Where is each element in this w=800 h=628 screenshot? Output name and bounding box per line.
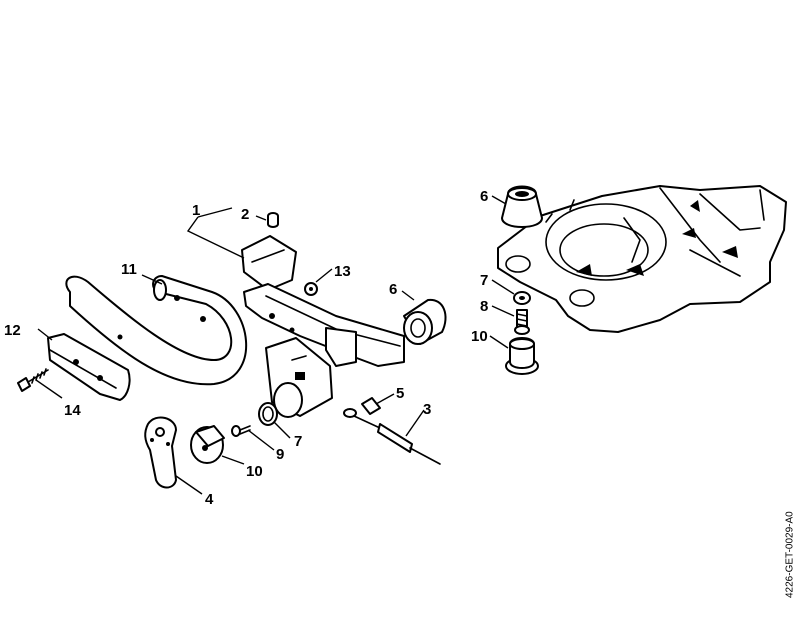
- callout-5: 5: [396, 385, 404, 402]
- tube-clamp: [265, 337, 333, 418]
- part-6-rubber-buffer-right: [501, 185, 543, 228]
- callout-1: 1: [192, 202, 200, 219]
- callout-10-left: 10: [246, 463, 263, 480]
- part-13-nut: [304, 282, 318, 296]
- callout-labels: 1 2 3 4 5 6 6 7 7 8 9 10 10 11 12 13 14: [4, 188, 488, 508]
- callout-7-left: 7: [294, 433, 302, 450]
- part-9-screw: [231, 425, 251, 437]
- part-7-washer-right: [513, 291, 531, 305]
- part-2-sleeve: [267, 212, 279, 228]
- callout-2: 2: [241, 206, 249, 223]
- part-6-rubber-buffer-left: [403, 298, 447, 345]
- callout-14: 14: [64, 402, 81, 419]
- callout-3: 3: [423, 401, 431, 418]
- part-10-buffer-right: [505, 337, 539, 375]
- part-1-handle-housing: [241, 235, 405, 367]
- part-8-screw: [514, 309, 530, 335]
- part-7-ring-left: [258, 402, 278, 426]
- mounting-bracket-housing: [497, 185, 787, 333]
- callout-7-right: 7: [480, 272, 488, 289]
- callout-4: 4: [205, 491, 214, 508]
- part-5-clip: [361, 397, 381, 415]
- callout-11: 11: [121, 261, 137, 278]
- part-10-buffer-left: [190, 425, 225, 464]
- callout-6-right: 6: [480, 188, 488, 205]
- part-4-lever: [144, 416, 177, 489]
- part-3-throttle-cable: [343, 408, 441, 465]
- callout-12: 12: [4, 322, 21, 339]
- leader-lines: [35, 195, 515, 495]
- callout-9: 9: [276, 446, 284, 463]
- drawing-reference-code: 4226-GET-0029-A0: [785, 511, 796, 598]
- part-12-clamp-plate: [47, 333, 131, 401]
- callout-13: 13: [334, 263, 351, 280]
- callout-6-left: 6: [389, 281, 397, 298]
- callout-10-right: 10: [471, 328, 488, 345]
- part-11-loop-handle: [65, 275, 248, 386]
- callout-8: 8: [480, 298, 488, 315]
- part-14-screw: [17, 368, 49, 392]
